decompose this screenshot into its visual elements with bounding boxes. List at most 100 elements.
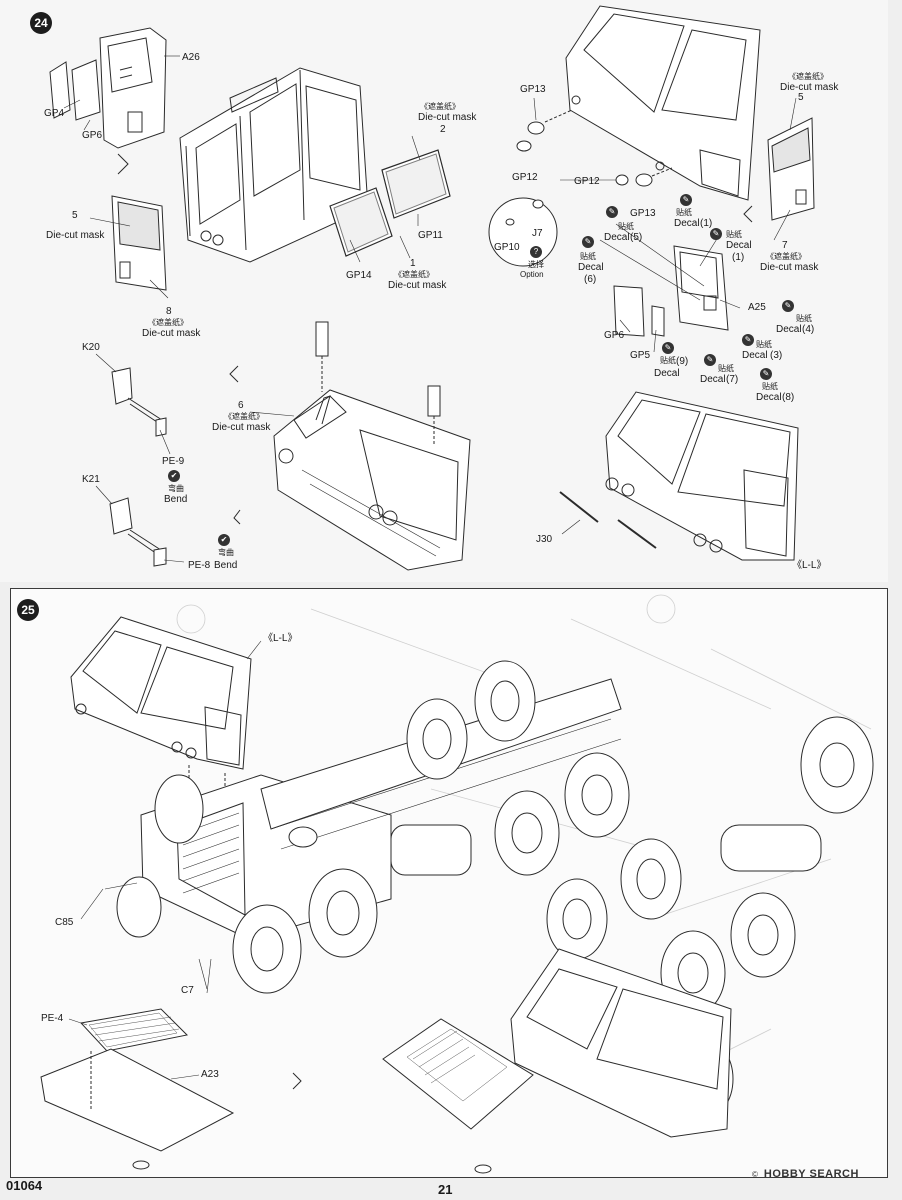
decal7-en: Decal: [700, 374, 726, 385]
page-number: 21: [438, 1182, 453, 1197]
cab-ll-drawing: [70, 616, 252, 821]
mask7-cn: 《遮盖纸》: [766, 252, 806, 261]
label-a25: A25: [748, 302, 766, 313]
bend2-en: Bend: [214, 560, 238, 571]
decal8-en: Decal: [756, 392, 782, 403]
decal4-cn: 贴纸: [796, 314, 812, 323]
label-gp14: GP14: [346, 270, 372, 281]
door-a25-drawing: [599, 223, 729, 337]
mask7-en: Die-cut mask: [760, 262, 819, 273]
decal-icon: ✎: [680, 194, 692, 206]
label-k20: K20: [82, 342, 100, 353]
decal7-cn: 贴纸: [718, 364, 734, 373]
flow-arrow-2: [743, 205, 753, 223]
mask2-en: Die-cut mask: [418, 112, 477, 123]
mask2-num: 2: [440, 124, 446, 135]
decal9-en: Decal: [654, 368, 680, 379]
decal7-num: (7): [726, 374, 739, 385]
flow-arrow-1: [117, 153, 129, 175]
mask1-num: 1: [410, 258, 416, 269]
decal1a-en: Decal: [674, 218, 700, 229]
mask8-num: 8: [166, 306, 172, 317]
option-cn: 选择: [528, 260, 544, 269]
step-24-drawings: [49, 5, 815, 571]
mask5r-cn: 《遮盖纸》: [788, 72, 828, 81]
decal5-num: (5): [630, 232, 643, 243]
mask5r-en: Die-cut mask: [780, 82, 839, 93]
step-25-panel: 25: [10, 588, 888, 1178]
label-gp5: GP5: [630, 350, 651, 361]
decal6-num: (6): [584, 274, 597, 285]
label-pe4: PE-4: [41, 1013, 64, 1024]
watermark: © HOBBY SEARCH: [752, 1168, 859, 1180]
mask6-en: Die-cut mask: [212, 422, 271, 433]
cab-mirrors-drawing: [273, 321, 471, 571]
bend2-cn: 弯曲: [218, 548, 234, 557]
decal3-en: Decal: [742, 350, 768, 361]
mask5r-num: 5: [798, 92, 804, 103]
decal8-cn: 贴纸: [762, 382, 778, 391]
label-gp6-mid: GP6: [604, 330, 625, 341]
watermark-copy: ©: [752, 1169, 758, 1179]
label-ll-24: 《L-L》: [792, 560, 827, 571]
hood-installed-drawing: [382, 1018, 534, 1174]
option-en: Option: [520, 270, 544, 279]
mask1-cn: 《遮盖纸》: [394, 270, 434, 279]
decal-icon: ✎: [742, 334, 754, 346]
decal-icon: ✎: [782, 300, 794, 312]
decal5-en: Decal: [604, 232, 630, 243]
decal1b-cn: 贴纸: [726, 230, 742, 239]
truck-rear-drawing: [510, 716, 874, 1138]
label-j7: J7: [532, 228, 543, 239]
decal-icon: ✎: [662, 342, 674, 354]
decal-icon: ✎: [582, 236, 594, 248]
window-gp14-drawing: [329, 187, 393, 257]
label-k21: K21: [82, 474, 100, 485]
decal4-num: (4): [802, 324, 815, 335]
watermark-logo: HOBBY SEARCH: [763, 1168, 859, 1180]
hood-pe4-drawing: [40, 1008, 235, 1170]
cab-right-drawing: [565, 5, 761, 201]
label-pe9: PE-9: [162, 456, 185, 467]
option-icon: ?: [530, 246, 542, 258]
label-gp13-top: GP13: [520, 84, 546, 95]
decal6-cn: 贴纸: [580, 252, 596, 261]
decal5-cn: 贴纸: [618, 222, 634, 231]
bend-check-icon: ✔: [168, 470, 180, 482]
step-25-drawings: [40, 594, 874, 1174]
bend1-cn: 弯曲: [168, 484, 184, 493]
mask5l-en: Die-cut mask: [46, 230, 105, 241]
window-gp11-drawing: [381, 149, 451, 219]
flow-arrow-5: [292, 1072, 302, 1090]
decal-icon: ✎: [606, 206, 618, 218]
mask8-en: Die-cut mask: [142, 328, 201, 339]
label-a26: A26: [182, 52, 200, 63]
decal-icon: ✎: [710, 228, 722, 240]
label-ll-25: 《L-L》: [263, 633, 298, 644]
option-detail-circle: [488, 197, 558, 267]
door-left-drawing: [111, 195, 167, 291]
label-c85: C85: [55, 917, 74, 928]
label-gp12-mid: GP12: [574, 176, 600, 187]
mask6-cn: 《遮盖纸》: [224, 412, 264, 421]
label-a23: A23: [201, 1069, 219, 1080]
bend-check-icon: ✔: [218, 534, 230, 546]
flow-arrow-4: [233, 509, 241, 525]
decal1b-en: Decal: [726, 240, 752, 251]
decal6-en: Decal: [578, 262, 604, 273]
label-j30: J30: [536, 534, 553, 545]
cab-final-drawing: [559, 391, 799, 561]
mask5l-num: 5: [72, 210, 78, 221]
door-right-drawing: [767, 117, 815, 221]
decal4-en: Decal: [776, 324, 802, 335]
decal9-cn: 贴纸: [660, 356, 676, 365]
mask8-cn: 《遮盖纸》: [148, 318, 188, 327]
wheels-front-drawing: [116, 660, 630, 994]
window-gp4-drawing: [49, 59, 101, 121]
product-code: 01064: [6, 1178, 43, 1193]
step-number-25: 25: [17, 599, 39, 621]
decal9-num: (9): [676, 356, 689, 367]
label-gp4: GP4: [44, 108, 65, 119]
label-gp13-mid: GP13: [630, 208, 656, 219]
decal1a-cn: 贴纸: [676, 208, 692, 217]
